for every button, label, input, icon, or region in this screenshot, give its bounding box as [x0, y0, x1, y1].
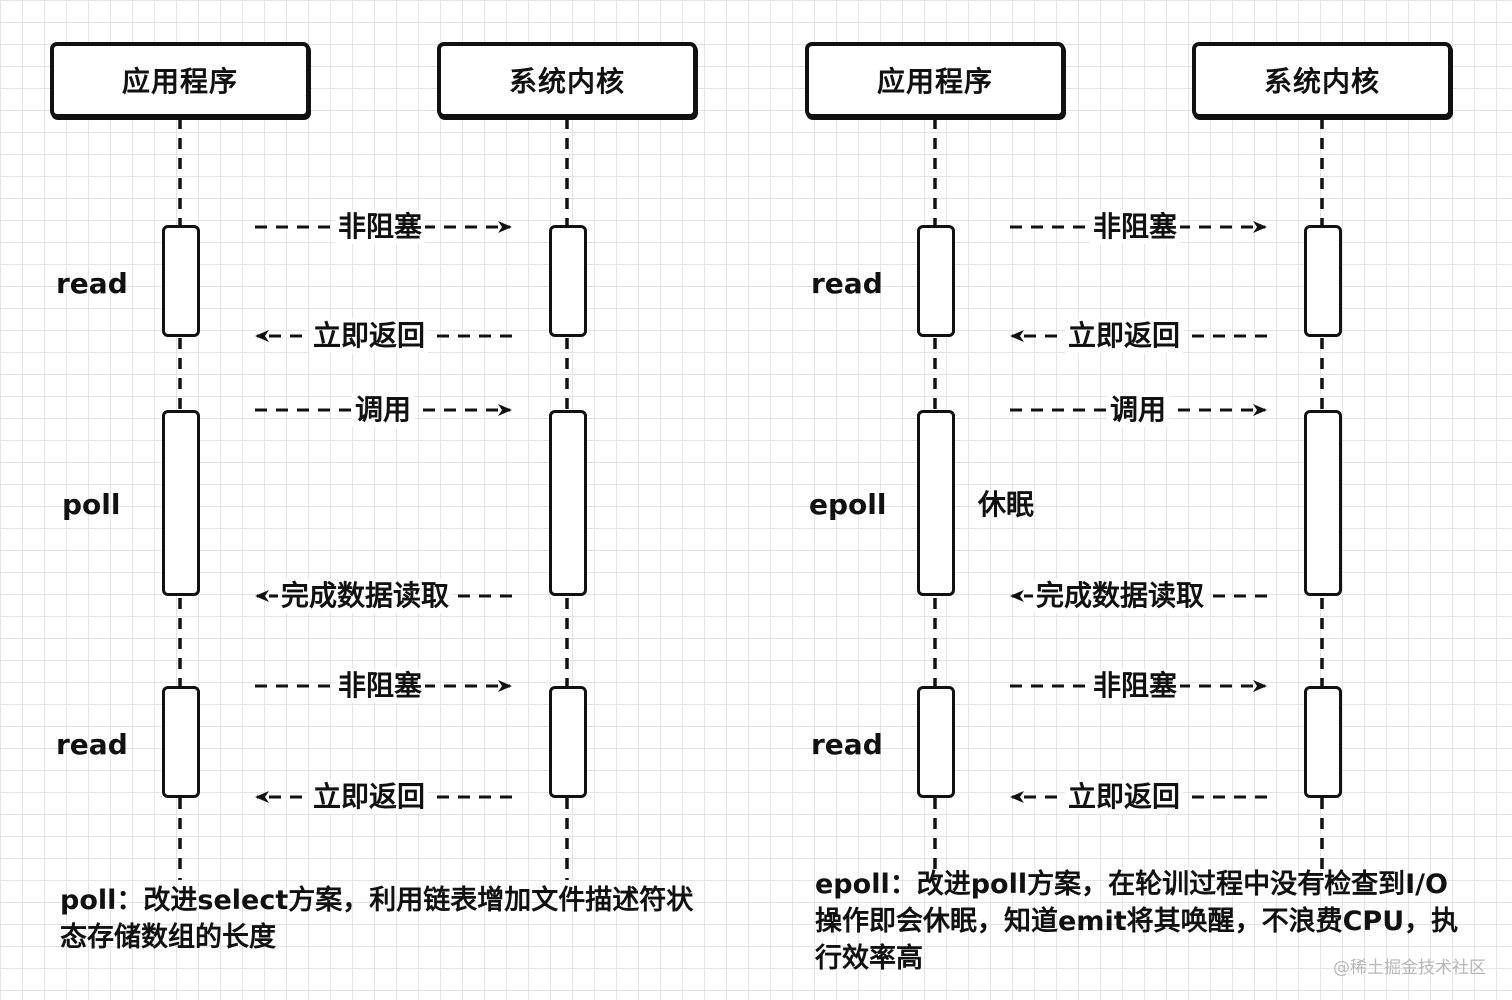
left-msg-nonblock-1: 非阻塞 [335, 210, 426, 244]
right-label-read-1: read [811, 267, 883, 300]
right-msg-done: 完成数据读取 [1033, 579, 1208, 613]
left-label-read-2: read [56, 728, 128, 761]
left-label-read-1: read [56, 267, 128, 300]
right-msg-call: 调用 [1107, 393, 1170, 427]
left-msg-done: 完成数据读取 [278, 579, 453, 613]
left-msg-return-2: 立即返回 [310, 780, 429, 814]
right-msg-nonblock-2: 非阻塞 [1090, 669, 1181, 703]
right-label-epoll: epoll [809, 488, 887, 521]
right-kernel-activation-2 [1304, 410, 1342, 596]
left-kernel-activation-2 [549, 410, 587, 596]
left-app-activation-read-2 [162, 686, 200, 798]
right-app-activation-read-2 [917, 686, 955, 798]
left-participant-app: 应用程序 [50, 42, 310, 118]
left-msg-nonblock-2: 非阻塞 [335, 669, 426, 703]
left-label-poll: poll [62, 488, 121, 521]
left-note: poll：改进select方案，利用链表增加文件描述符状态存储数组的长度 [60, 885, 694, 953]
right-label-read-2: read [811, 728, 883, 761]
right-msg-nonblock-1: 非阻塞 [1090, 210, 1181, 244]
right-msg-return-1: 立即返回 [1065, 319, 1184, 353]
right-app-activation-read-1 [917, 225, 955, 337]
right-kernel-activation-1 [1304, 225, 1342, 337]
watermark: @稀土掘金技术社区 [1333, 958, 1486, 978]
right-participant-kernel: 系统内核 [1192, 42, 1452, 118]
left-kernel-activation-1 [549, 225, 587, 337]
right-label-sleep: 休眠 [978, 488, 1035, 521]
right-note: epoll：改进poll方案，在轮训过程中没有检查到I/O操作即会休眠，知道em… [815, 869, 1459, 974]
left-app-activation-poll [162, 410, 200, 596]
right-participant-app: 应用程序 [805, 42, 1065, 118]
right-msg-return-2: 立即返回 [1065, 780, 1184, 814]
left-kernel-activation-3 [549, 686, 587, 798]
left-app-activation-read-1 [162, 225, 200, 337]
right-app-activation-epoll [917, 410, 955, 596]
left-participant-kernel: 系统内核 [437, 42, 697, 118]
right-kernel-activation-3 [1304, 686, 1342, 798]
left-msg-return-1: 立即返回 [310, 319, 429, 353]
left-msg-call: 调用 [352, 393, 415, 427]
